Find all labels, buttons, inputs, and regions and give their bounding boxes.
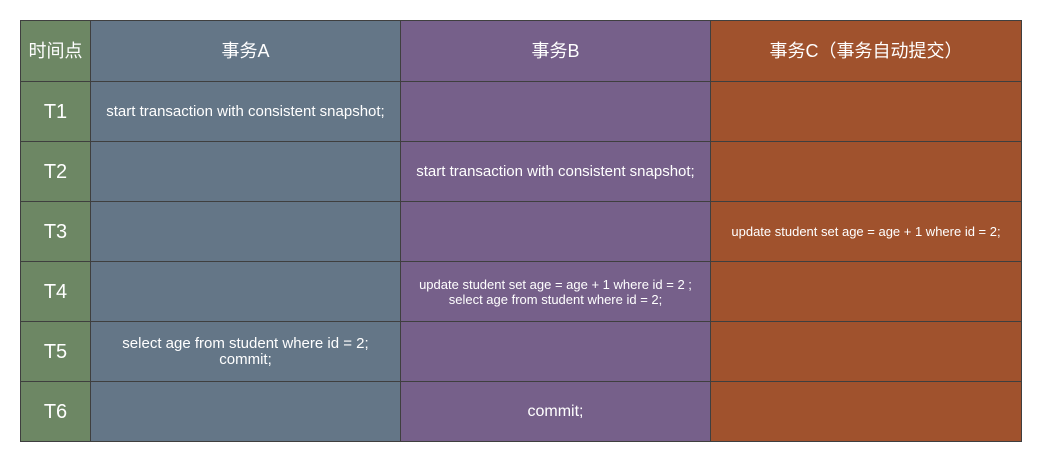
- statement: update student set age = age + 1 where i…: [731, 224, 1001, 239]
- cell-t4-a: [90, 261, 401, 322]
- time-cell-t5: T5: [20, 321, 91, 382]
- table-row: T3 update student set age = age + 1 wher…: [20, 201, 1022, 262]
- cell-t5-b: [400, 321, 711, 382]
- header-time: 时间点: [20, 20, 91, 82]
- transaction-timeline-table: 时间点 事务A 事务B 事务C（事务自动提交） T1 start transac…: [20, 20, 1022, 442]
- table-row: T1 start transaction with consistent sna…: [20, 81, 1022, 142]
- cell-t4-b: update student set age = age + 1 where i…: [400, 261, 711, 322]
- cell-t3-a: [90, 201, 401, 262]
- cell-t2-c: [710, 141, 1022, 202]
- table-row: T6 commit;: [20, 381, 1022, 442]
- cell-t2-a: [90, 141, 401, 202]
- transaction-table: 时间点 事务A 事务B 事务C（事务自动提交） T1 start transac…: [20, 20, 1022, 442]
- header-transaction-c: 事务C（事务自动提交）: [710, 20, 1022, 82]
- cell-t3-c: update student set age = age + 1 where i…: [710, 201, 1022, 262]
- cell-t2-b: start transaction with consistent snapsh…: [400, 141, 711, 202]
- time-cell-t3: T3: [20, 201, 91, 262]
- statement: update student set age = age + 1 where i…: [419, 276, 692, 292]
- statement: start transaction with consistent snapsh…: [416, 162, 695, 180]
- header-transaction-b: 事务B: [400, 20, 711, 82]
- table-row: T4 update student set age = age + 1 wher…: [20, 261, 1022, 322]
- header-transaction-a: 事务A: [90, 20, 401, 82]
- cell-t1-b: [400, 81, 711, 142]
- statement: select age from student where id = 2;: [122, 334, 369, 352]
- cell-t4-c: [710, 261, 1022, 322]
- header-row: 时间点 事务A 事务B 事务C（事务自动提交）: [20, 20, 1022, 82]
- statement: start transaction with consistent snapsh…: [106, 102, 385, 120]
- cell-t3-b: [400, 201, 711, 262]
- statement: commit;: [219, 350, 272, 368]
- cell-t6-b: commit;: [400, 381, 711, 442]
- time-cell-t1: T1: [20, 81, 91, 142]
- table-row: T2 start transaction with consistent sna…: [20, 141, 1022, 202]
- cell-t6-c: [710, 381, 1022, 442]
- cell-t5-a: select age from student where id = 2; co…: [90, 321, 401, 382]
- cell-t5-c: [710, 321, 1022, 382]
- cell-t1-a: start transaction with consistent snapsh…: [90, 81, 401, 142]
- statement: commit;: [527, 402, 584, 420]
- time-cell-t4: T4: [20, 261, 91, 322]
- time-cell-t6: T6: [20, 381, 91, 442]
- cell-t6-a: [90, 381, 401, 442]
- cell-t1-c: [710, 81, 1022, 142]
- table-row: T5 select age from student where id = 2;…: [20, 321, 1022, 382]
- time-cell-t2: T2: [20, 141, 91, 202]
- statement: select age from student where id = 2;: [448, 291, 663, 307]
